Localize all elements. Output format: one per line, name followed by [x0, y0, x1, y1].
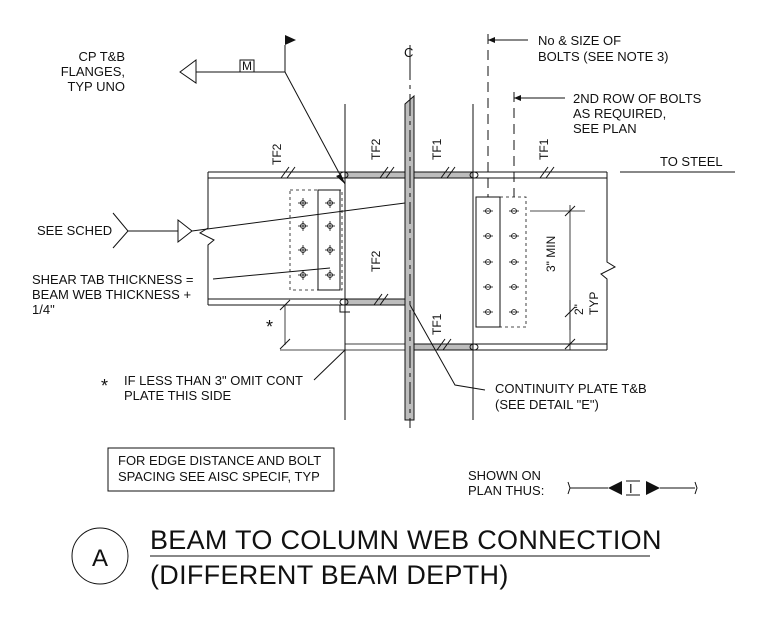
plan-symbol: I — [629, 481, 633, 496]
to-steel-label: TO STEEL — [660, 154, 723, 169]
shear-tab-line3: 1/4" — [32, 302, 55, 317]
continuity-note: CONTINUITY PLATE T&B (SEE DETAIL "E") — [409, 304, 647, 412]
cp-note-line3: TYP UNO — [67, 79, 125, 94]
right-beam-break — [600, 172, 617, 350]
bolts-note: No & SIZE OF BOLTS (SEE NOTE 3) — [488, 33, 669, 64]
continuity-line1: CONTINUITY PLATE T&B — [495, 381, 647, 396]
cont-plate-left-lower — [344, 343, 406, 351]
weld-tail — [179, 59, 197, 84]
weld-symbol-box — [239, 59, 255, 73]
shear-tab-note: SHEAR TAB THICKNESS = BEAM WEB THICKNESS… — [32, 267, 331, 317]
shown-on-plan: SHOWN ON PLAN THUS: I — [468, 468, 698, 498]
omit-note: * * IF LESS THAN 3" OMIT CONT PLATE THIS… — [101, 317, 346, 403]
tick-tf2-lower — [373, 293, 383, 306]
second-row-line3: SEE PLAN — [573, 121, 637, 136]
tick-tf1-lower — [436, 338, 446, 351]
right-bolt-group — [475, 196, 527, 328]
column — [344, 58, 474, 428]
weld-tag-tf2-lower: TF2 — [369, 250, 383, 272]
detail-circle — [71, 527, 129, 585]
left-beam — [198, 171, 345, 306]
shear-tab-line1: SHEAR TAB THICKNESS = — [32, 272, 193, 287]
bolts-note-line2: BOLTS (SEE NOTE 3) — [538, 49, 669, 64]
cp-note-line1: CP T&B — [79, 49, 125, 64]
tick-tf1-right — [539, 166, 549, 179]
edge-distance-note: FOR EDGE DISTANCE AND BOLT SPACING SEE A… — [107, 447, 335, 492]
edge-note-box — [107, 447, 335, 492]
plan-arrow-right-icon — [646, 481, 660, 495]
title-line2: (DIFFERENT BEAM DEPTH) — [150, 560, 509, 590]
dim-2in-label: 2" — [572, 304, 586, 315]
cp-leader — [284, 71, 346, 185]
cont-plate-left-top — [344, 171, 406, 179]
sched-leader — [191, 202, 406, 232]
leader-arrow-icon — [514, 95, 521, 101]
shown-on-line1: SHOWN ON — [468, 468, 541, 483]
weld-symbol-m: M — [242, 59, 252, 73]
omit-leader — [313, 349, 346, 381]
fillet-weld-symbol — [177, 218, 193, 244]
see-sched-label: SEE SCHED — [37, 223, 112, 238]
centerline-symbol: C — [404, 45, 413, 60]
right-bolt-zone — [475, 196, 527, 328]
cont-plate-left-bot — [344, 298, 406, 306]
tick-tf1-top — [440, 166, 450, 179]
dim-3in-min — [530, 205, 585, 345]
tick-tf2-mid — [379, 166, 389, 179]
detail-letter: A — [92, 545, 108, 572]
continuity-leader — [409, 304, 486, 391]
dim-star — [279, 299, 345, 351]
see-sched-note: SEE SCHED — [37, 202, 406, 249]
shown-on-line2: PLAN THUS: — [468, 483, 544, 498]
second-row-note: 2ND ROW OF BOLTS AS REQUIRED, SEE PLAN — [514, 91, 702, 136]
weld-tag-tf2-left: TF2 — [270, 143, 284, 165]
left-beam-break — [198, 172, 215, 305]
second-row-line2: AS REQUIRED, — [573, 106, 666, 121]
centerline-mark: C — [404, 45, 413, 60]
weld-return — [339, 305, 350, 313]
second-row-line1: 2ND ROW OF BOLTS — [573, 91, 702, 106]
shear-tab-line2: BEAM WEB THICKNESS + — [32, 287, 191, 302]
sched-tail — [112, 212, 129, 249]
bolts-note-line1: No & SIZE OF — [538, 33, 621, 48]
omit-line2: PLATE THIS SIDE — [124, 388, 231, 403]
right-beam — [473, 34, 617, 351]
omit-line1: IF LESS THAN 3" OMIT CONT — [124, 373, 303, 388]
field-weld-flag-icon — [285, 35, 296, 45]
weld-bead — [339, 298, 349, 306]
dim-3in-min-label: 3" MIN — [544, 236, 558, 272]
left-bolt-group — [289, 189, 343, 291]
dim-star-label: * — [266, 317, 273, 337]
dim-2in-typ — [564, 300, 576, 350]
plan-arrow-left-icon — [608, 481, 622, 495]
tick-tf2-left — [280, 166, 290, 179]
continuity-line2: (SEE DETAIL "E") — [495, 397, 599, 412]
shear-tab-leader — [212, 267, 331, 280]
edge-note-line1: FOR EDGE DISTANCE AND BOLT — [118, 453, 321, 468]
left-bolt-zone — [289, 189, 343, 291]
cp-flanges-note: CP T&B FLANGES, TYP UNO M — [61, 35, 346, 185]
edge-note-line2: SPACING SEE AISC SPECIF, TYP — [118, 469, 320, 484]
title-line1: BEAM TO COLUMN WEB CONNECTION — [150, 525, 662, 555]
cp-note-line2: FLANGES, — [61, 64, 125, 79]
weld-ticks — [280, 166, 555, 351]
title-block: A BEAM TO COLUMN WEB CONNECTION (DIFFERE… — [71, 525, 662, 590]
leader-arrow-icon — [488, 37, 495, 43]
weld-tag-tf1-lower: TF1 — [430, 313, 444, 335]
omit-star: * — [101, 376, 108, 396]
weld-tag-tf2-mid: TF2 — [369, 138, 383, 160]
dim-typ-label: TYP — [587, 292, 601, 315]
to-steel-note: TO STEEL — [620, 154, 735, 173]
weld-tag-tf1-right: TF1 — [537, 138, 551, 160]
leader-arrow-icon — [336, 174, 345, 184]
weld-tag-tf1-top: TF1 — [430, 138, 444, 160]
